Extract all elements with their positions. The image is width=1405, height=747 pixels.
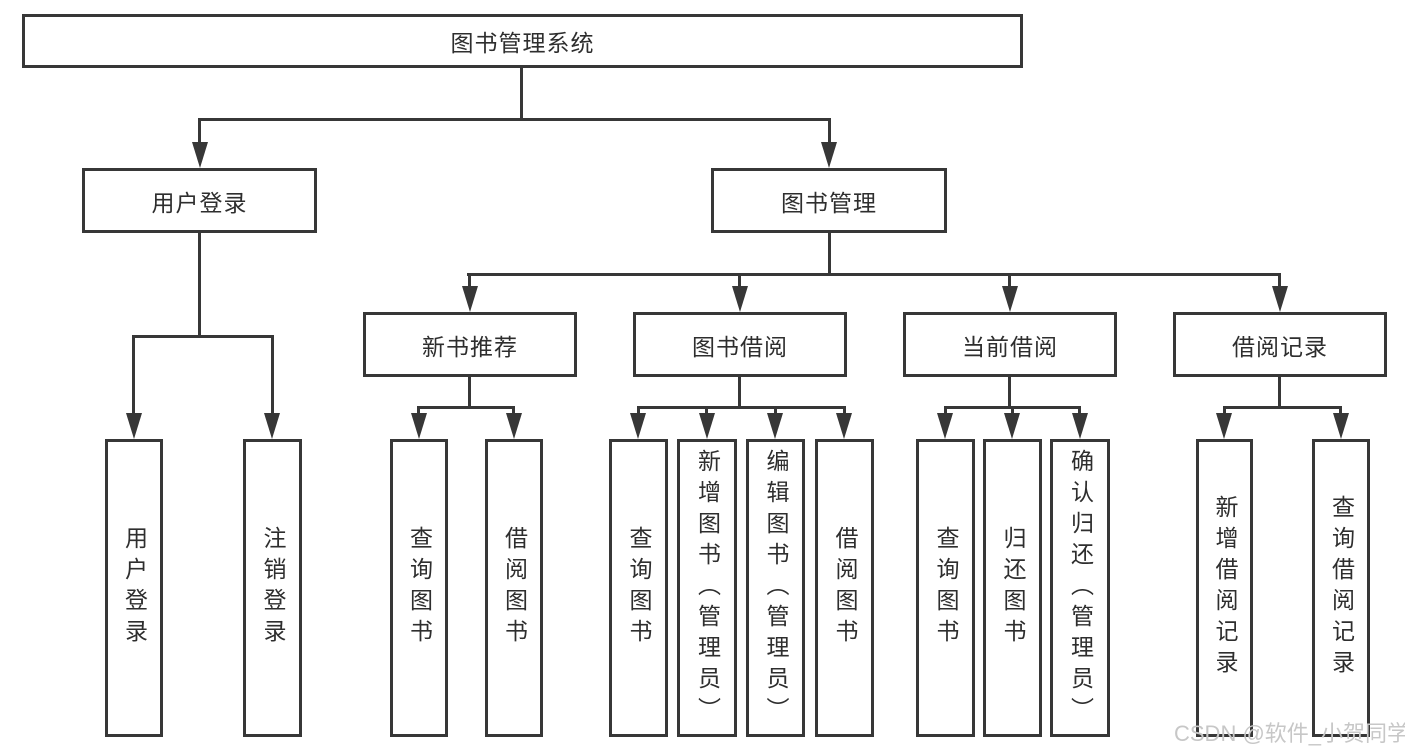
arrowhead-down-icon xyxy=(411,413,427,439)
node-borrowing-records: 借阅记录 xyxy=(1173,312,1387,377)
leaf-edit-books-admin-label: 编辑图书（管理员） xyxy=(763,448,789,728)
arrowhead-down-icon xyxy=(1002,286,1018,312)
arrowhead-down-icon xyxy=(126,413,142,439)
leaf-add-borrow-record-label: 新增借阅记录 xyxy=(1212,495,1238,681)
leaf-borrow-books-label: 借阅图书 xyxy=(832,526,858,650)
connector-line xyxy=(828,232,831,273)
node-current-borrowing-label: 当前借阅 xyxy=(962,333,1058,360)
leaf-confirm-return-admin: 确认归还（管理员） xyxy=(1050,439,1110,737)
arrowhead-down-icon xyxy=(1004,413,1020,439)
leaf-logout-label: 注销登录 xyxy=(260,526,286,650)
connector-line xyxy=(417,406,515,409)
connector-line xyxy=(198,118,831,121)
connector-line xyxy=(1278,377,1281,406)
connector-line xyxy=(774,406,777,417)
leaf-add-books-admin: 新增图书（管理员） xyxy=(677,439,737,737)
connector-line xyxy=(1008,377,1011,406)
connector-line xyxy=(417,406,420,417)
node-book-borrowing-label: 图书借阅 xyxy=(692,333,788,360)
arrowhead-down-icon xyxy=(462,286,478,312)
arrowhead-down-icon xyxy=(1072,413,1088,439)
leaf-query-borrow-record: 查询借阅记录 xyxy=(1312,439,1370,737)
node-current-borrowing: 当前借阅 xyxy=(903,312,1117,377)
connector-line xyxy=(132,335,135,417)
connector-line xyxy=(1223,406,1342,409)
node-borrowing-records-label: 借阅记录 xyxy=(1232,333,1328,360)
node-user-login-label: 用户登录 xyxy=(151,189,248,216)
leaf-borrow-books-recommend: 借阅图书 xyxy=(485,439,543,737)
node-user-login: 用户登录 xyxy=(82,168,317,233)
leaf-query-books-borrow: 查询图书 xyxy=(609,439,668,737)
connector-line xyxy=(705,406,708,417)
node-book-borrowing: 图书借阅 xyxy=(633,312,847,377)
connector-line xyxy=(1339,406,1342,417)
node-book-management-label: 图书管理 xyxy=(781,189,877,216)
csdn-watermark: CSDN @软件_小贺同学 xyxy=(1174,721,1405,746)
arrowhead-down-icon xyxy=(821,142,837,168)
connector-line xyxy=(1008,273,1011,290)
leaf-edit-books-admin: 编辑图书（管理员） xyxy=(746,439,805,737)
connector-line xyxy=(1223,406,1226,417)
leaf-user-login-label: 用户登录 xyxy=(121,526,148,650)
arrowhead-down-icon xyxy=(937,413,953,439)
arrowhead-down-icon xyxy=(192,142,208,168)
connector-line xyxy=(512,406,515,417)
node-new-book-recommend: 新书推荐 xyxy=(363,312,577,377)
connector-line xyxy=(738,273,741,290)
connector-line xyxy=(828,118,831,146)
connector-line xyxy=(944,406,947,417)
connector-line xyxy=(133,335,274,338)
leaf-user-login: 用户登录 xyxy=(105,439,163,737)
arrowhead-down-icon xyxy=(630,413,646,439)
connector-line xyxy=(468,273,471,290)
arrowhead-down-icon xyxy=(264,413,280,439)
leaf-query-books-recommend-label: 查询图书 xyxy=(406,526,433,650)
node-new-book-recommend-label: 新书推荐 xyxy=(422,333,518,360)
leaf-query-books-borrow-label: 查询图书 xyxy=(626,526,652,650)
arrowhead-down-icon xyxy=(836,413,852,439)
connector-line xyxy=(198,118,201,146)
connector-line xyxy=(843,406,846,417)
leaf-query-books-recommend: 查询图书 xyxy=(390,439,448,737)
connector-line xyxy=(468,377,471,406)
connector-line xyxy=(198,233,201,335)
arrowhead-down-icon xyxy=(732,286,748,312)
connector-line xyxy=(1278,273,1281,290)
leaf-query-books-current: 查询图书 xyxy=(916,439,975,737)
node-root-label: 图书管理系统 xyxy=(450,30,595,56)
arrowhead-down-icon xyxy=(1333,413,1349,439)
connector-line xyxy=(1078,406,1081,417)
connector-line xyxy=(520,68,523,118)
arrowhead-down-icon xyxy=(1272,286,1288,312)
leaf-confirm-return-admin-label: 确认归还（管理员） xyxy=(1067,448,1094,728)
arrowhead-down-icon xyxy=(699,413,715,439)
arrowhead-down-icon xyxy=(767,413,783,439)
leaf-borrow-books: 借阅图书 xyxy=(815,439,874,737)
leaf-borrow-books-recommend-label: 借阅图书 xyxy=(501,526,528,650)
node-root: 图书管理系统 xyxy=(22,14,1023,68)
leaf-return-books: 归还图书 xyxy=(983,439,1042,737)
connector-line xyxy=(467,273,1281,276)
connector-line xyxy=(271,335,274,417)
leaf-add-borrow-record: 新增借阅记录 xyxy=(1196,439,1253,737)
arrowhead-down-icon xyxy=(506,413,522,439)
connector-line xyxy=(637,406,846,409)
node-book-management: 图书管理 xyxy=(711,168,947,233)
connector-line xyxy=(1011,406,1014,417)
leaf-query-borrow-record-label: 查询借阅记录 xyxy=(1328,495,1355,681)
connector-line xyxy=(738,377,741,406)
leaf-return-books-label: 归还图书 xyxy=(1000,526,1026,650)
leaf-add-books-admin-label: 新增图书（管理员） xyxy=(694,448,721,728)
arrowhead-down-icon xyxy=(1216,413,1232,439)
leaf-logout: 注销登录 xyxy=(243,439,302,737)
connector-line xyxy=(637,406,640,417)
leaf-query-books-current-label: 查询图书 xyxy=(933,526,959,650)
